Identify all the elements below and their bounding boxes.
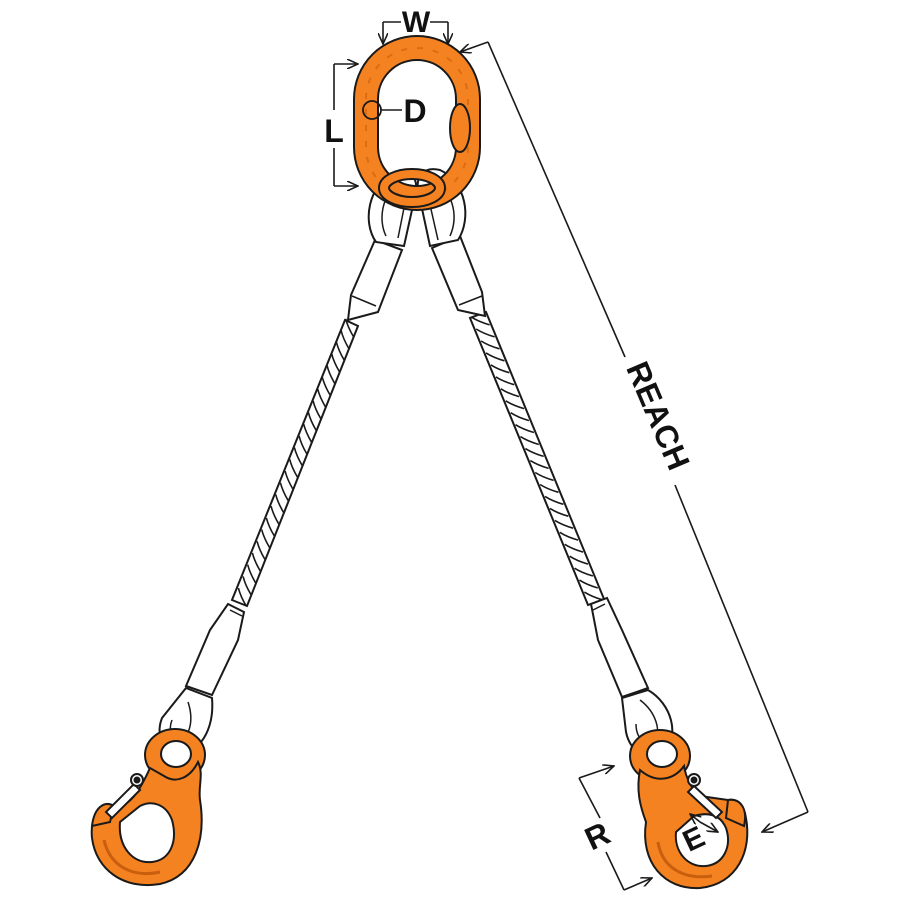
right-rope-strand xyxy=(515,424,535,434)
right-rope-strand xyxy=(578,579,599,589)
diameter-label: D xyxy=(403,93,426,129)
left-rope-strand xyxy=(260,529,271,549)
throat-label: E xyxy=(678,820,710,858)
right-rope-strand xyxy=(485,352,505,362)
left-rope-strand xyxy=(274,494,285,513)
dimension-length xyxy=(333,64,358,186)
left-rope-leg xyxy=(230,318,360,608)
right-hook xyxy=(629,729,749,890)
left-rope-strand xyxy=(251,552,261,572)
left-rope-strand xyxy=(335,342,345,361)
left-lower-ferrule xyxy=(184,602,246,697)
right-rope-strand xyxy=(544,495,564,506)
reach-label: REACH xyxy=(619,356,697,475)
master-link-weld xyxy=(449,103,471,153)
right-rope-strand xyxy=(554,519,574,529)
left-rope-strand xyxy=(307,412,317,432)
right-hook-body xyxy=(637,763,749,890)
left-rope-strand xyxy=(326,365,336,385)
dimension-width xyxy=(383,21,448,44)
left-rope-strand xyxy=(321,377,331,396)
right-hook-latch xyxy=(686,773,724,820)
radius-label: R xyxy=(579,815,615,857)
left-rope-strand xyxy=(316,388,327,408)
right-rope-strand xyxy=(569,555,589,565)
right-rope-strand xyxy=(564,543,584,553)
width-label: W xyxy=(402,6,431,39)
left-rope-strands xyxy=(237,318,355,607)
right-rope-strand xyxy=(574,567,594,577)
right-rope-leg xyxy=(468,310,606,607)
right-rope-strand xyxy=(480,340,500,350)
right-rope-strand xyxy=(495,376,515,386)
left-rope-strand xyxy=(265,517,275,537)
left-rope-strand xyxy=(270,506,280,525)
length-label: L xyxy=(324,113,344,149)
left-rope-strand xyxy=(344,318,355,338)
right-rope-strand xyxy=(524,447,544,458)
left-rope-strand xyxy=(256,541,266,560)
right-rope-strand xyxy=(529,459,549,470)
left-hook-body xyxy=(90,759,203,887)
left-rope-strand xyxy=(288,459,299,478)
right-rope-strands xyxy=(470,316,603,601)
left-rope-strand xyxy=(340,330,350,350)
left-rope-strand xyxy=(298,435,308,455)
left-rope-strand xyxy=(312,400,322,420)
right-rope-strand xyxy=(519,435,540,446)
dimension-diameter xyxy=(362,100,402,120)
left-rope-strand xyxy=(293,447,303,467)
left-hook-latch xyxy=(104,773,144,820)
left-rope-body xyxy=(230,318,360,608)
right-rope-strand xyxy=(500,388,520,398)
left-rope-strand xyxy=(330,353,341,373)
left-rope-strand xyxy=(284,470,294,490)
left-rope-strand xyxy=(237,587,247,607)
right-rope-strand xyxy=(475,328,495,338)
left-rope-strand xyxy=(242,576,252,595)
left-upper-ferrule xyxy=(346,238,404,322)
sub-link xyxy=(378,168,446,208)
right-rope-strand xyxy=(549,507,569,517)
right-rope-strand xyxy=(505,400,525,410)
dimension-reach xyxy=(460,41,809,832)
dimension-radius xyxy=(578,766,652,891)
left-hook xyxy=(90,728,206,887)
right-rope-strand xyxy=(510,412,530,422)
left-rope-strand xyxy=(246,564,257,584)
right-upper-ferrule xyxy=(430,234,487,318)
right-rope-strand xyxy=(490,364,510,374)
dimension-throat xyxy=(690,814,718,832)
right-rope-strand xyxy=(559,531,579,541)
left-rope-strand xyxy=(302,424,313,443)
left-rope-strand xyxy=(279,482,289,502)
right-rope-strand xyxy=(539,483,559,494)
right-rope-strand xyxy=(534,471,554,482)
right-rope-strand xyxy=(470,316,490,326)
right-lower-ferrule xyxy=(589,596,650,699)
